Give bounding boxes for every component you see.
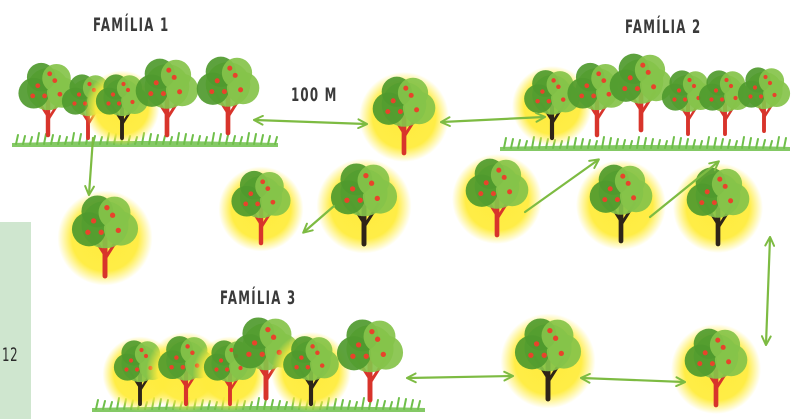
family-1-tree bbox=[196, 56, 260, 136]
family-1-tree bbox=[84, 70, 160, 146]
double-arrow-icon bbox=[405, 370, 515, 384]
page-number: 12 bbox=[2, 344, 19, 366]
isolated-tree bbox=[673, 163, 763, 253]
isolated-tree bbox=[671, 324, 761, 414]
family-2-tree bbox=[609, 53, 673, 133]
family-3-label: FAMÍLIA 3 bbox=[220, 287, 297, 309]
family-3-tree bbox=[336, 319, 404, 403]
family-2-tree bbox=[661, 70, 715, 136]
double-arrow-icon bbox=[579, 372, 687, 388]
isolated-tree bbox=[316, 158, 412, 254]
double-arrow-icon bbox=[439, 111, 547, 128]
distance-label: 100 M bbox=[291, 84, 338, 106]
family-2-tree bbox=[698, 70, 752, 136]
isolated-tree bbox=[452, 154, 542, 244]
family-2-ground bbox=[500, 136, 790, 151]
family-1-tree bbox=[135, 58, 199, 138]
isolated-tree bbox=[500, 313, 596, 409]
family-2-label: FAMÍLIA 2 bbox=[625, 16, 702, 38]
arrow-icon bbox=[84, 136, 95, 197]
family-1-label: FAMÍLIA 1 bbox=[93, 14, 170, 36]
isolated-tree bbox=[576, 160, 666, 250]
family-3-tree bbox=[271, 332, 351, 412]
family-2-tree bbox=[737, 67, 791, 133]
double-arrow-icon bbox=[252, 114, 369, 130]
arrow-icon bbox=[648, 160, 720, 219]
side-tab bbox=[0, 222, 31, 419]
arrow-icon bbox=[523, 158, 600, 214]
isolated-tree bbox=[218, 166, 304, 252]
arrow-icon bbox=[302, 204, 336, 234]
isolated-tree bbox=[359, 72, 449, 162]
isolated-tree bbox=[57, 190, 153, 286]
double-arrow-icon bbox=[760, 235, 776, 347]
